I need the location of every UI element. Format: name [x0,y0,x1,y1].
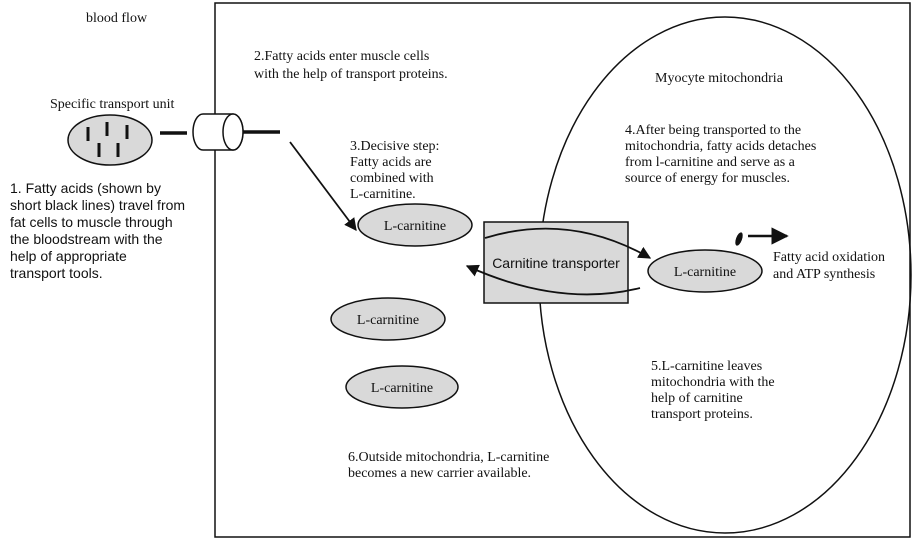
step2-text: 2.Fatty acids enter muscle cells with th… [254,49,448,82]
carnitine-oval-mito: L-carnitine [647,249,763,293]
step5-line: transport proteins. [651,407,753,422]
step5-text: 5.L-carnitine leaves mitochondria with t… [651,359,778,422]
step4-line: mitochondria, fatty acids detaches [625,139,816,154]
step1-line: short black lines) travel from [10,197,185,213]
transport-unit-label: Specific transport unit [50,97,175,112]
step4-line: source of energy for muscles. [625,171,790,186]
carnitine-oval-1: L-carnitine [357,203,473,247]
step5-line: 5.L-carnitine leaves [651,359,762,374]
step6-line: becomes a new carrier available. [348,466,531,481]
step3-line: 3.Decisive step: [350,139,439,154]
mitochondria-label: Myocyte mitochondria [655,71,784,86]
fatty-acid-marks [86,122,129,157]
step1-line: fat cells to muscle through [10,214,173,230]
oxidation-line: Fatty acid oxidation [773,250,885,265]
step1-line: the bloodstream with the [10,231,163,247]
step3-line: combined with [350,171,434,186]
step3-text: 3.Decisive step: Fatty acids are combine… [350,139,443,202]
step6-line: 6.Outside mitochondria, L-carnitine [348,450,549,465]
carnitine-label: L-carnitine [357,313,419,328]
oxidation-line: and ATP synthesis [773,267,875,282]
step1-line: help of appropriate [10,248,127,264]
step4-line: from l-carnitine and serve as a [625,155,796,170]
carnitine-oval-2: L-carnitine [330,297,446,341]
carnitine-transporter-label: Carnitine transporter [492,255,620,271]
step6-text: 6.Outside mitochondria, L-carnitine beco… [348,450,553,481]
oxidation-text: Fatty acid oxidation and ATP synthesis [773,250,888,282]
carnitine-label: L-carnitine [674,265,736,280]
step4-line: 4.After being transported to the [625,123,801,138]
muscle-cell-border [214,2,911,538]
transport-unit-ellipse [67,114,153,166]
step3-line: Fatty acids are [350,155,432,170]
carnitine-label: L-carnitine [384,219,446,234]
step5-line: mitochondria with the [651,375,775,390]
step1-line: 1. Fatty acids (shown by [10,180,161,196]
step2-line: 2.Fatty acids enter muscle cells [254,49,429,64]
arrow-to-carnitine [289,141,357,232]
step4-text: 4.After being transported to the mitocho… [625,123,820,186]
step1-text: 1. Fatty acids (shown by short black lin… [10,180,189,281]
carnitine-transporter-box [483,221,629,304]
step1-line: transport tools. [10,265,103,281]
carnitine-label: L-carnitine [371,381,433,396]
step2-line: with the help of transport proteins. [254,67,448,82]
arrow-out-of-mitochondria [465,264,641,296]
arrow-into-mitochondria [484,227,652,259]
step3-line: L-carnitine. [350,187,416,202]
carnitine-oval-3: L-carnitine [345,365,459,409]
membrane-channel [192,113,244,151]
step5-line: help of carnitine [651,391,743,406]
blood-flow-label: blood flow [86,11,148,26]
released-fatty-acid [735,232,743,246]
